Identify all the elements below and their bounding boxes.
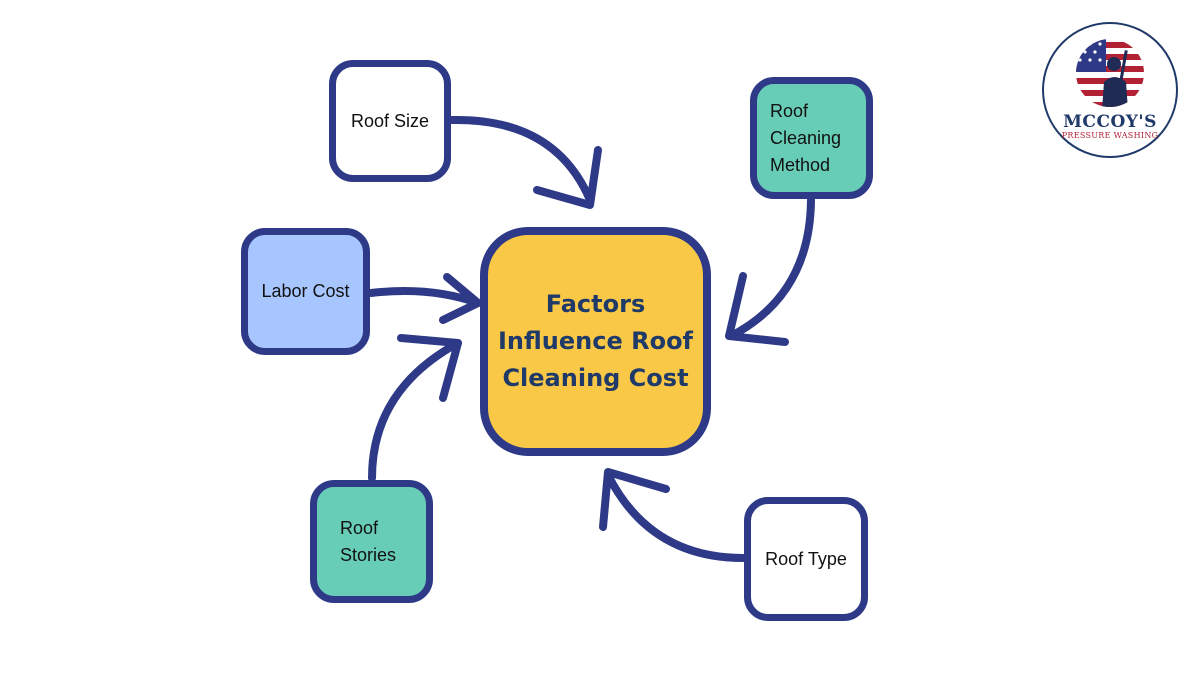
factor-label: Roof Size	[350, 110, 430, 131]
factor-label: Roof Stories	[340, 517, 397, 565]
factor-labor-cost: Labor Cost	[241, 228, 370, 355]
arrow-roof-type	[599, 468, 747, 562]
logo-subtitle: PRESSURE WASHING	[1061, 131, 1159, 140]
center-node: Factors Influence Roof Cleaning Cost	[480, 227, 711, 456]
arrow-roof-size	[448, 115, 602, 209]
factor-roof-stories: Roof Stories	[310, 480, 433, 603]
arrow-labor-cost	[367, 273, 482, 324]
center-label: Factors Influence Roof Cleaning Cost	[497, 290, 693, 392]
arrow-roof-stories	[368, 334, 462, 482]
flag-emblem-icon	[1076, 39, 1144, 107]
factor-label: Roof Cleaning Method	[770, 100, 842, 175]
factor-roof-type: Roof Type	[744, 497, 868, 621]
arrow-roof-method	[725, 196, 815, 346]
factor-label: Labor Cost	[261, 281, 350, 301]
factor-label: Roof Type	[765, 548, 847, 569]
factor-roof-cleaning-method: Roof Cleaning Method	[750, 77, 873, 199]
logo-brand: MCCOY'S	[1063, 112, 1157, 132]
factor-roof-size: Roof Size	[329, 60, 451, 182]
company-logo: MCCOY'S PRESSURE WASHING	[1042, 22, 1178, 158]
